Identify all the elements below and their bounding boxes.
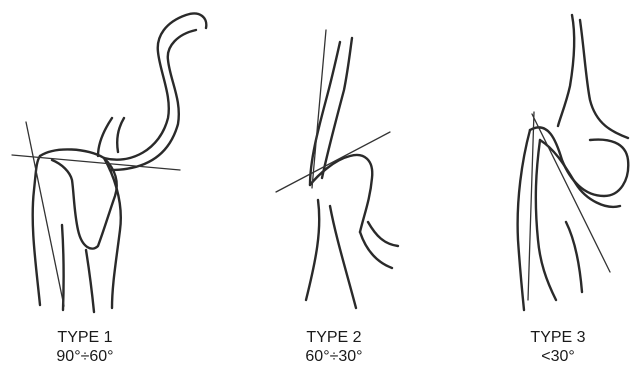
type-2-angle: 60°÷30°: [264, 347, 404, 366]
type-3-axis-line-left: [528, 112, 534, 300]
type-1-small-branch: [98, 118, 112, 156]
type-1-leg-right: [86, 250, 94, 312]
type-2-lower-left: [306, 200, 319, 300]
type-2-drawing: [276, 30, 398, 308]
type-1-vessel-outline: [33, 156, 40, 305]
type-3-axis-line-right: [532, 114, 610, 272]
type-2-branch-right-2: [368, 222, 398, 246]
type-3-left-vessel-2: [536, 140, 556, 300]
type-3-lower-branch: [566, 222, 582, 292]
type-2-caption: TYPE 2 60°÷30°: [264, 328, 404, 366]
type-1-small-branch-2: [117, 118, 124, 152]
type-1-upper-branch: [104, 13, 206, 159]
type-1-label: TYPE 1: [15, 328, 155, 347]
type-2-label: TYPE 2: [264, 328, 404, 347]
type-3-top-vessel-2: [580, 20, 628, 138]
type-1-inner-loop: [40, 149, 117, 248]
type-3-angle: <30°: [488, 347, 628, 366]
type-3-top-vessel: [558, 15, 574, 126]
type-3-drawing: [518, 15, 629, 310]
type-3-label: TYPE 3: [488, 328, 628, 347]
type-2-oblique-line: [276, 132, 390, 192]
type-2-lower-mid: [330, 206, 356, 308]
type-2-branch-right: [360, 232, 392, 268]
type-3-upper-loop: [530, 127, 628, 196]
type-1-drawing: [12, 13, 206, 312]
type-3-caption: TYPE 3 <30°: [488, 328, 628, 366]
type-1-upper-branch-inner: [110, 30, 196, 170]
type-1-caption: TYPE 1 90°÷60°: [15, 328, 155, 366]
type-1-angle: 90°÷60°: [15, 347, 155, 366]
type-1-right-wall: [104, 158, 121, 308]
